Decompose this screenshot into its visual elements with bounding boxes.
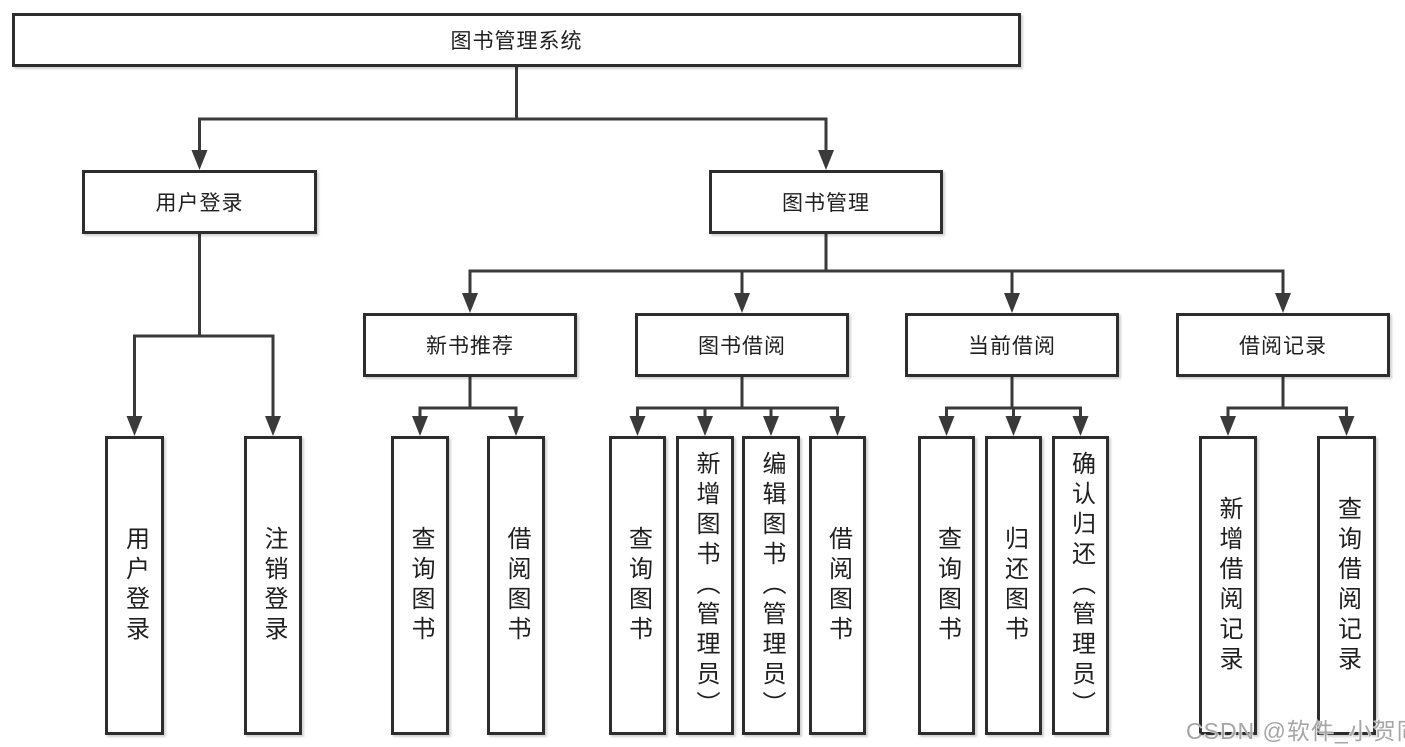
- watermark-text: CSDN @软件_小贺同学: [1186, 718, 1405, 744]
- arrow-down-icon: [1275, 293, 1291, 313]
- arrow-down-icon: [818, 150, 834, 170]
- tree-node-br-query: 查询借阅记录: [1317, 436, 1376, 735]
- tree-node-nb-borrow: 借阅图书: [487, 436, 545, 735]
- tree-node-br-add: 新增借阅记录: [1199, 436, 1257, 735]
- arrow-down-icon: [265, 416, 281, 436]
- tree-node-bb-borrow: 借阅图书: [809, 436, 866, 735]
- arrow-down-icon: [1005, 416, 1022, 436]
- arrow-down-icon: [697, 416, 713, 436]
- arrow-down-icon: [191, 150, 208, 170]
- tree-node-bb-edit: 编辑图书（管理员）: [742, 436, 800, 735]
- arrow-down-icon: [1338, 416, 1355, 436]
- tree-node-cb-query: 查询图书: [918, 436, 975, 735]
- tree-node-book-mgmt: 图书管理: [709, 170, 943, 234]
- arrow-down-icon: [1004, 293, 1020, 313]
- arrow-down-icon: [1220, 416, 1236, 436]
- arrow-down-icon: [412, 416, 428, 436]
- tree-node-root: 图书管理系统: [12, 13, 1021, 67]
- tree-node-current-borrow: 当前借阅: [905, 313, 1119, 377]
- tree-node-borrow-records: 借阅记录: [1176, 313, 1390, 377]
- tree-node-cb-confirm: 确认归还（管理员）: [1052, 436, 1109, 735]
- arrow-down-icon: [508, 416, 524, 436]
- arrow-down-icon: [1072, 416, 1089, 436]
- tree-node-cb-return: 归还图书: [985, 436, 1042, 735]
- arrow-down-icon: [462, 293, 478, 313]
- tree-node-user-login: 用户登录: [105, 436, 164, 735]
- tree-node-book-borrow: 图书借阅: [635, 313, 849, 377]
- arrow-down-icon: [763, 416, 779, 436]
- arrow-down-icon: [938, 416, 955, 436]
- tree-node-nb-query: 查询图书: [391, 436, 449, 735]
- arrow-down-icon: [734, 293, 750, 313]
- arrow-down-icon: [829, 416, 846, 436]
- arrow-down-icon: [629, 416, 646, 436]
- arrow-down-icon: [126, 416, 143, 436]
- tree-node-bb-add: 新增图书（管理员）: [676, 436, 734, 735]
- tree-node-new-books: 新书推荐: [363, 313, 577, 377]
- tree-node-bb-query: 查询图书: [609, 436, 666, 735]
- tree-node-login: 用户登录: [82, 170, 317, 234]
- tree-node-logout: 注销登录: [244, 436, 302, 735]
